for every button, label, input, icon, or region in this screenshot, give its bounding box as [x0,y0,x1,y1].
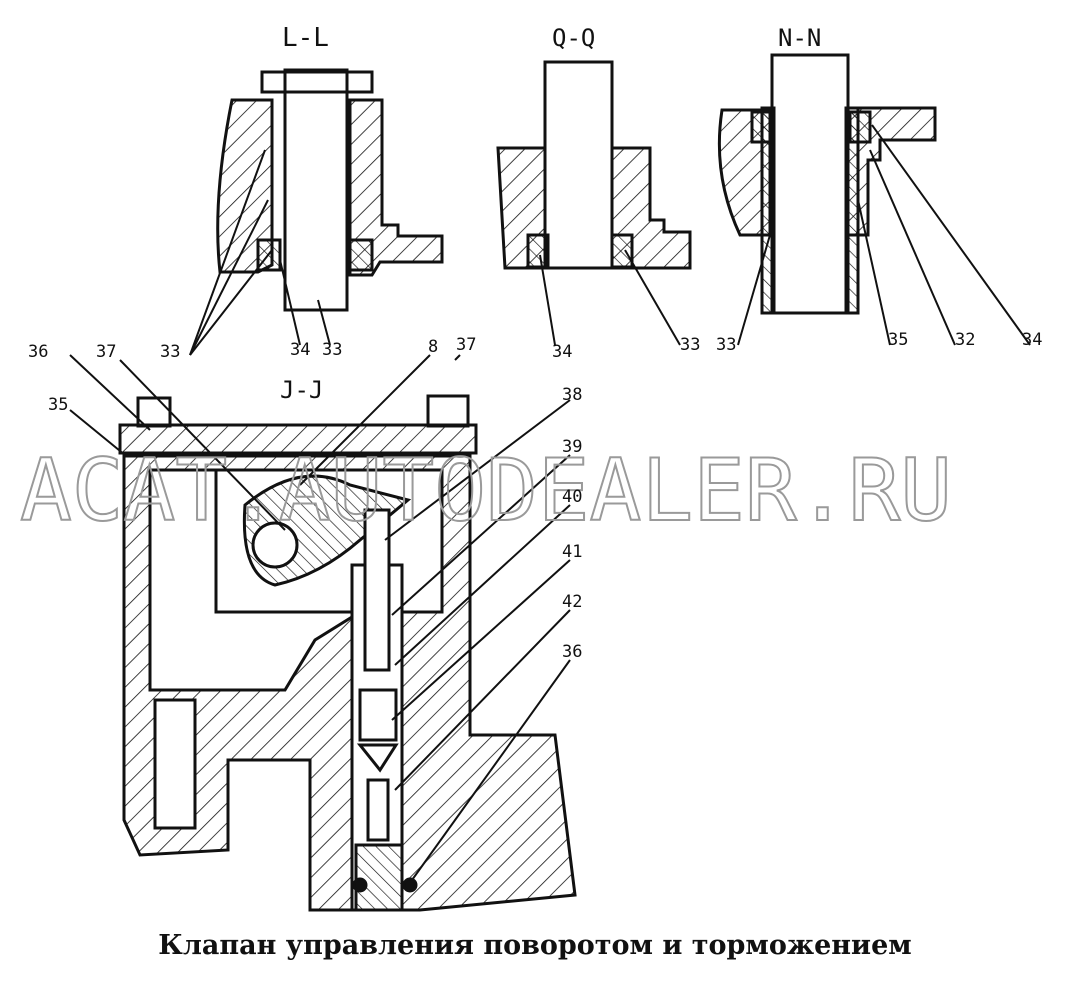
callout-ll-33-left: 33 [160,342,180,362]
section-jj [69,354,577,912]
callout-jj-39: 39 [562,437,582,457]
callout-jj-40: 40 [562,487,582,507]
callout-jj-36-bottom: 36 [562,642,582,662]
jj-bolt-right [426,394,470,428]
jj-spring [366,778,390,842]
callout-jj-35: 35 [48,395,68,415]
callout-nn-34: 34 [1022,330,1042,350]
callout-qq-34: 34 [552,342,572,362]
callout-nn-32: 32 [955,330,975,350]
section-nn [717,53,1031,346]
ll-shaft [283,68,349,312]
ll-seal-right [348,238,374,272]
jj-side-slot [153,698,197,830]
callout-ll-33-right: 33 [322,340,342,360]
section-title-ll: L-L [282,23,329,53]
jj-valve-body [358,688,398,742]
jj-oring-right [402,877,418,893]
jj-plunger [363,508,391,672]
callout-nn-33: 33 [716,335,736,355]
callout-jj-41: 41 [562,542,582,562]
nn-seal-left [750,110,774,144]
jj-pivot [251,521,299,569]
ll-housing-right [346,98,444,277]
section-title-nn: N-N [778,24,821,52]
watermark: ACAT.AUTODEALER.RU [20,441,952,541]
section-ll [189,68,444,356]
ll-housing-left [216,98,274,274]
callout-ll-34: 34 [290,340,310,360]
callout-jj-36-top: 36 [28,342,48,362]
jj-oring-left [352,877,368,893]
callout-jj-37-left: 37 [96,342,116,362]
nn-sleeve-right [844,106,860,315]
jj-bolt-left [136,396,172,428]
section-title-qq: Q-Q [552,24,595,52]
qq-seal-left [526,233,550,269]
callout-jj-42: 42 [562,592,582,612]
qq-shaft [543,60,614,270]
nn-sleeve-left [760,106,776,315]
jj-plug [354,843,404,912]
callout-nn-35: 35 [888,330,908,350]
jj-cover-plate [118,423,478,455]
nn-shaft [770,53,850,315]
callout-jj-38: 38 [562,385,582,405]
callout-qq-33: 33 [680,335,700,355]
callout-jj-37-right: 37 [456,335,476,355]
qq-seal-right [610,233,634,269]
section-qq [496,60,692,346]
callout-jj-8: 8 [428,337,438,357]
nn-seal-right [848,110,872,144]
section-title-jj: J-J [280,376,323,404]
figure-caption: Клапан управления поворотом и торможение… [158,930,912,961]
jj-valve-cone [356,743,399,773]
